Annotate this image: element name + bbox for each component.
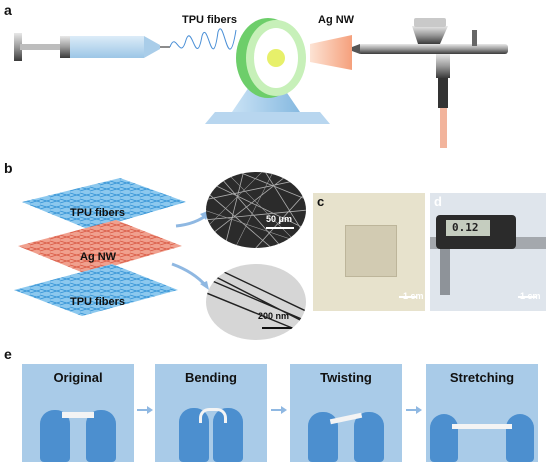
panel-letter-e: e [4, 346, 12, 362]
panel-letter-c: c [317, 194, 325, 209]
arrow-icon [137, 406, 153, 414]
step-title-bending: Bending [185, 370, 237, 385]
tpu-layer-top [22, 178, 186, 230]
step-bending: Bending [155, 364, 267, 462]
step-stretching: Stretching [426, 364, 538, 462]
step-twisting: Twisting [290, 364, 402, 462]
sem-scale-label: 50 μm [266, 214, 293, 224]
syringe [14, 33, 170, 61]
stand-base [205, 112, 330, 124]
caliper-reading: 0.12 [452, 221, 479, 234]
arrow-icon [406, 406, 422, 414]
panel-letter-a: a [4, 2, 12, 18]
sem-image [206, 172, 306, 248]
caliper-display [446, 220, 490, 236]
fiber-spiral [169, 28, 237, 50]
layer-label-middle: Ag NW [80, 251, 117, 263]
layer-label-top: TPU fibers [70, 207, 126, 219]
step-title-twisting: Twisting [320, 370, 372, 385]
glove-right-icon [506, 414, 534, 462]
sample-film [345, 225, 397, 277]
scale-label-d: 1 cm [520, 291, 541, 301]
spray-cone [310, 35, 352, 70]
step-original: Original [22, 364, 134, 462]
scale-bar-d [518, 296, 536, 298]
tem-image [206, 264, 306, 340]
arrow-icon [271, 406, 287, 414]
scale-label-c: 1 cm [403, 291, 424, 301]
tpu-fibers-label: TPU fibers [182, 14, 238, 26]
agnw-layer [18, 220, 182, 274]
layer-label-bottom: TPU fibers [70, 296, 126, 308]
glove-right-icon [86, 410, 116, 462]
tem-scale-label: 200 nm [258, 311, 290, 321]
step-title-original: Original [53, 370, 103, 385]
electrospinning-setup [14, 18, 508, 148]
caliper-jaw [440, 249, 450, 295]
airbrush [352, 18, 508, 148]
sample-strip [62, 412, 94, 418]
tpu-layer-bottom [14, 264, 178, 316]
glove-left-icon [430, 414, 458, 462]
scale-bar-c [399, 296, 417, 298]
panel-letter-d: d [434, 194, 442, 209]
glove-left-icon [40, 410, 70, 462]
panel-letter-b: b [4, 160, 13, 176]
sample-strip [452, 424, 512, 429]
collector-drum [236, 18, 306, 98]
agnw-label-a: Ag NW [318, 14, 355, 26]
glove-right-icon [354, 412, 384, 462]
step-title-stretching: Stretching [449, 370, 515, 385]
caliper-photo [430, 193, 546, 311]
sample-strip [199, 408, 227, 423]
sample-photo [313, 193, 425, 311]
